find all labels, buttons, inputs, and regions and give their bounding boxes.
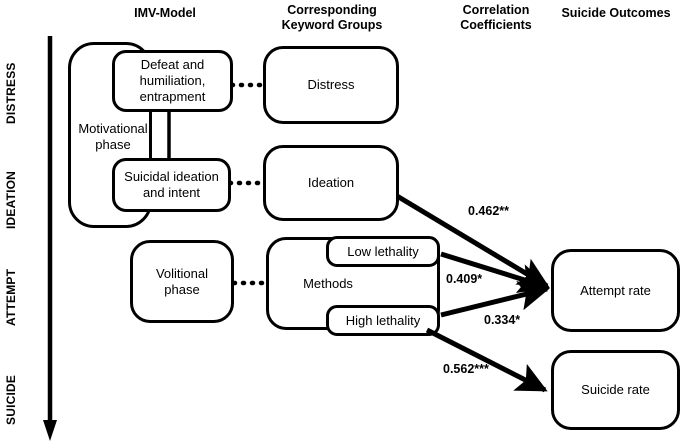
stage-label-suicide: SUICIDE xyxy=(4,374,18,425)
coefficient-high-lethality-to-suicide: 0.562*** xyxy=(443,362,489,376)
box-keyword-ideation[interactable]: Ideation xyxy=(263,145,399,221)
coefficient-ideation-to-attempt: 0.462** xyxy=(468,204,510,218)
box-keyword-distress[interactable]: Distress xyxy=(263,46,399,124)
box-suicide-rate[interactable]: Suicide rate xyxy=(551,350,680,430)
box-volitional-phase[interactable]: Volitional phase xyxy=(130,240,234,323)
header-keyword-groups: Corresponding Keyword Groups xyxy=(281,3,383,32)
header-imv-model: IMV-Model xyxy=(134,6,196,20)
coefficient-low-lethality-to-attempt: 0.409* xyxy=(446,272,483,286)
stage-label-distress: DISTRESS xyxy=(4,62,18,124)
header-correlation-coefficients: Correlation Coefficients xyxy=(460,3,532,32)
header-suicide-outcomes: Suicide Outcomes xyxy=(561,6,671,20)
box-attempt-rate[interactable]: Attempt rate xyxy=(551,249,680,332)
box-defeat-humiliation-entrapment[interactable]: Defeat and humiliation, entrapment xyxy=(112,50,233,112)
stage-label-attempt: ATTEMPT xyxy=(4,268,18,326)
box-suicidal-ideation-intent[interactable]: Suicidal ideation and intent xyxy=(112,158,231,212)
stage-label-ideation: IDEATION xyxy=(4,170,18,229)
motivational-phase-label: Motivational phase xyxy=(78,121,148,152)
coefficient-high-lethality-to-attempt: 0.334* xyxy=(484,313,521,327)
methods-label: Methods xyxy=(303,276,353,291)
